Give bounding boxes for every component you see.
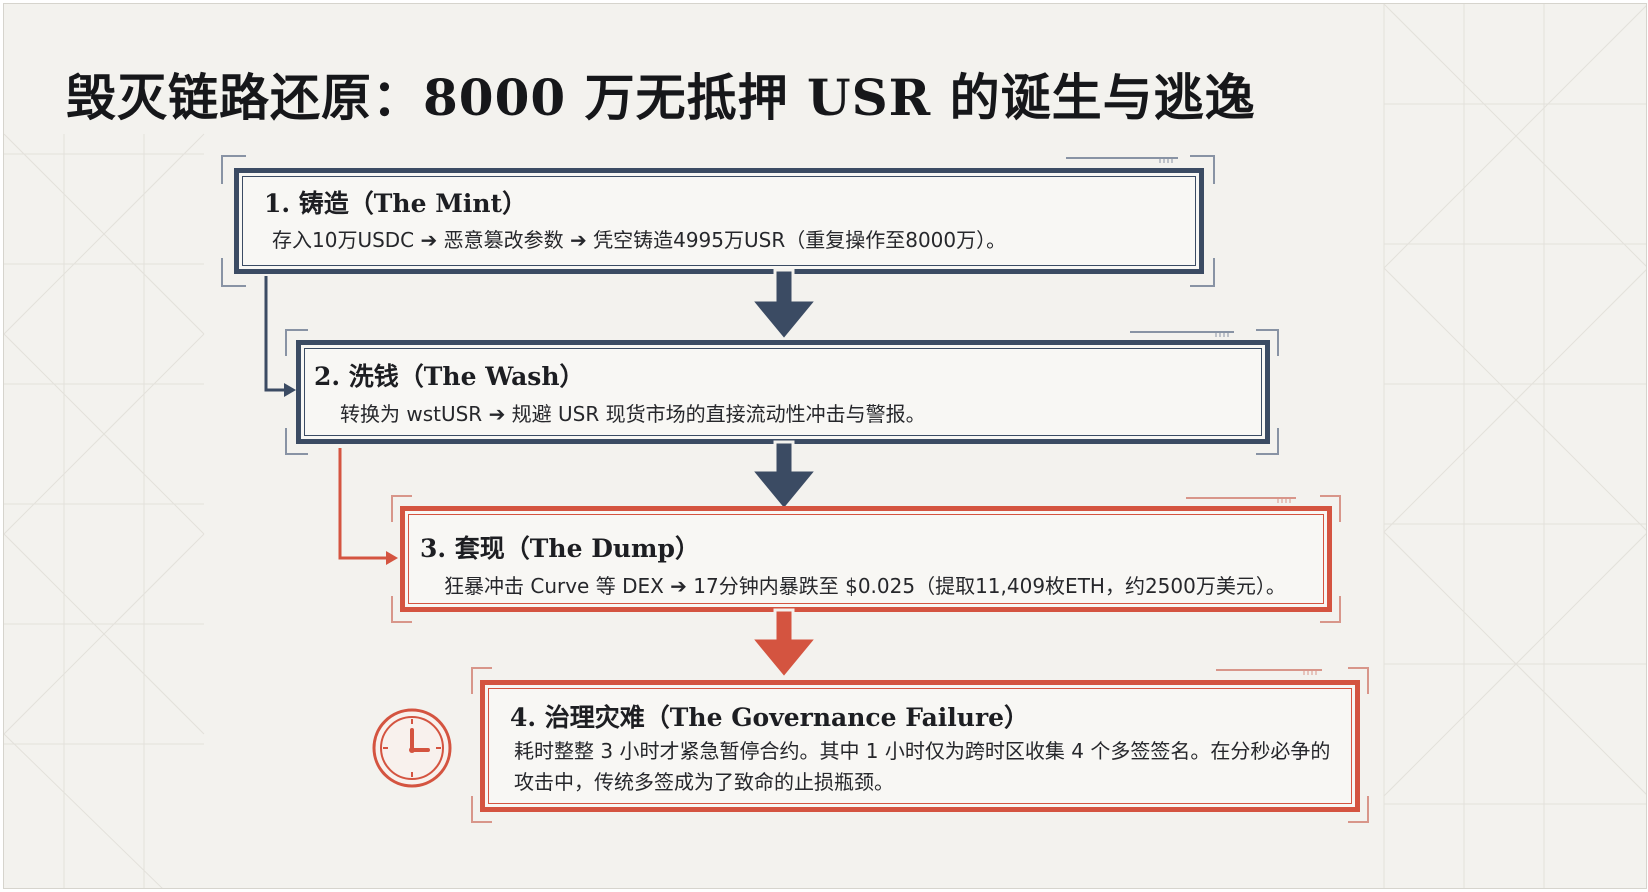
step-4-description: 耗时整整 3 小时才紧急暂停合约。其中 1 小时仅为跨时区收集 4 个多签签名。… xyxy=(514,739,1331,794)
slide: 毁灭链路还原：8000 万无抵押 USR 的诞生与逃逸 1. 铸造（The Mi… xyxy=(3,3,1647,889)
step-1-description: 存入10万USDC ➔ 恶意篡改参数 ➔ 凭空铸造4995万USR（重复操作至8… xyxy=(272,228,1007,252)
connector-arrowhead-red xyxy=(386,551,398,565)
page-title: 毁灭链路还原：8000 万无抵押 USR 的诞生与逃逸 xyxy=(66,68,1256,127)
connector-2-to-3 xyxy=(338,448,388,560)
step-1-title: 1. 铸造（The Mint） xyxy=(264,189,528,218)
down-arrow-1 xyxy=(747,268,821,343)
step-3-title: 3. 套现（The Dump） xyxy=(420,534,700,563)
down-arrow-2 xyxy=(747,440,821,513)
step-3-description: 狂暴冲击 Curve 等 DEX ➔ 17分钟内暴跌至 $0.025（提取11,… xyxy=(444,574,1286,598)
down-arrow-3 xyxy=(747,608,821,681)
connector-1-to-2 xyxy=(264,276,286,392)
frame-decoration xyxy=(285,329,1279,455)
step-4-box xyxy=(480,680,1360,812)
step-1-box xyxy=(234,168,1204,274)
frame-decoration xyxy=(221,155,1215,287)
clock-icon xyxy=(372,708,452,788)
step-2-title: 2. 洗钱（The Wash） xyxy=(314,362,585,391)
background-pattern xyxy=(4,4,1646,888)
step-3-card: 3. 套现（The Dump） 狂暴冲击 Curve 等 DEX ➔ 17分钟内… xyxy=(390,494,1342,624)
step-2-box xyxy=(296,340,1270,444)
flow-connectors xyxy=(264,276,398,565)
step-1-card: 1. 铸造（The Mint） 存入10万USDC ➔ 恶意篡改参数 ➔ 凭空铸… xyxy=(220,154,1216,288)
step-3-box xyxy=(400,506,1332,612)
step-2-card: 2. 洗钱（The Wash） 转换为 wstUSR ➔ 规避 USR 现货市场… xyxy=(284,328,1280,456)
step-4-card: 4. 治理灾难（The Governance Failure） 耗时整整 3 小… xyxy=(470,666,1370,824)
frame-decoration xyxy=(471,667,1369,823)
frame-decoration xyxy=(391,495,1341,623)
connector-arrowhead-blue xyxy=(284,383,296,397)
step-2-description: 转换为 wstUSR ➔ 规避 USR 现货市场的直接流动性冲击与警报。 xyxy=(340,402,926,426)
step-4-title: 4. 治理灾难（The Governance Failure） xyxy=(510,703,1030,732)
